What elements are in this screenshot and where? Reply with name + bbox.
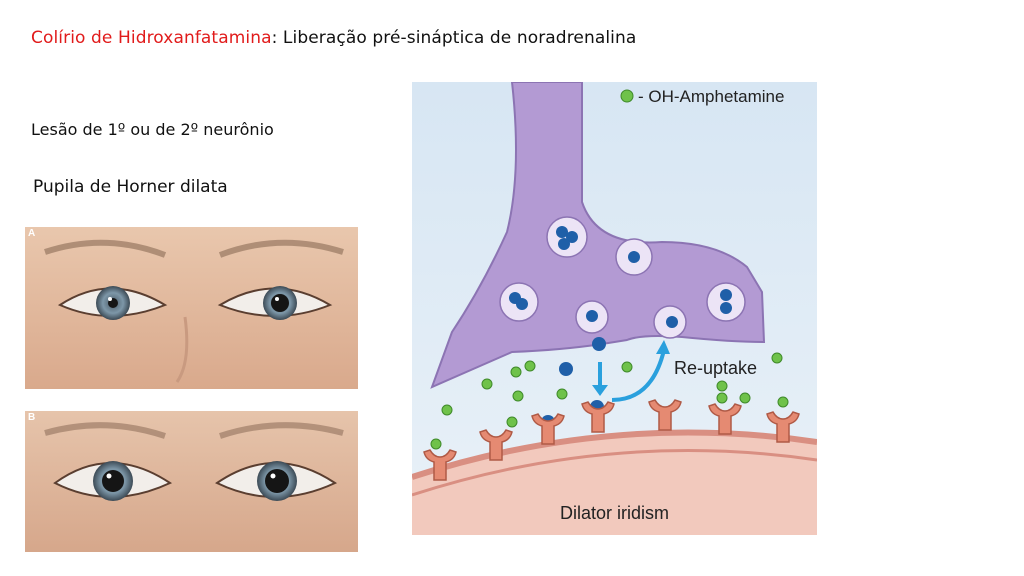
eyes-photo-a: A — [25, 227, 358, 389]
dilator-label: Dilator iridism — [560, 503, 669, 523]
oh-amphetamine-molecules — [430, 90, 789, 450]
reuptake-arrow — [611, 349, 666, 402]
synapse-diagram: - OH-Amphetamine Re-uptake Dilator iridi… — [412, 82, 817, 535]
vesicles — [499, 216, 746, 339]
legend-label: - OH-Amphetamine — [638, 87, 784, 106]
eyes-photo-b: B — [25, 411, 358, 552]
legend-dot — [620, 89, 634, 103]
reuptake-label: Re-uptake — [674, 358, 757, 378]
title-rest: : Liberação pré-sináptica de noradrenali… — [271, 28, 637, 48]
horner-dilates-text: Pupila de Horner dilata — [33, 177, 228, 197]
receptors — [423, 399, 800, 481]
lesion-text: Lesão de 1º ou de 2º neurônio — [31, 120, 274, 139]
photo-b-tag: B — [28, 412, 36, 423]
slide-title: Colírio de Hidroxanfatamina: Liberação p… — [31, 28, 636, 48]
title-highlight: Colírio de Hidroxanfatamina — [31, 28, 272, 48]
photo-a-tag: A — [28, 228, 36, 239]
